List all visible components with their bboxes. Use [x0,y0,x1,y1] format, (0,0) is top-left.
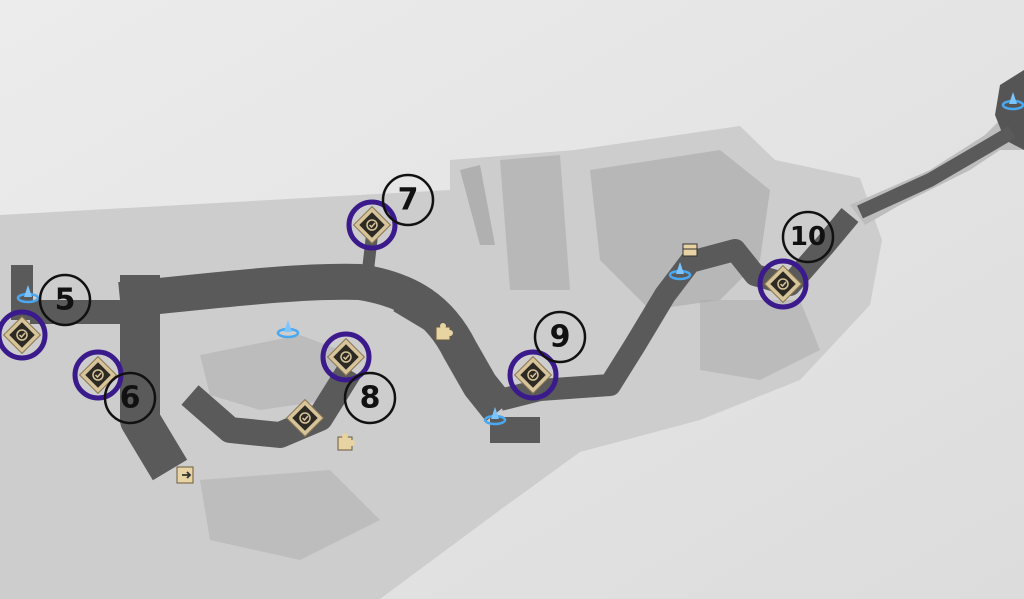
objective-marker-5[interactable]: 5 [0,273,92,361]
objective-marker-7[interactable]: 7 [346,173,435,251]
number-ring [533,310,587,364]
marker-number: 10 [790,222,826,252]
objective-marker-9[interactable]: 9 [507,310,587,401]
number-ring [103,371,157,425]
objective-marker-10[interactable]: 10 [757,210,835,310]
highlight-ring [346,199,398,251]
building-block [200,335,340,410]
marker-number: 7 [398,183,419,218]
chest-icon[interactable] [682,243,698,257]
marker-number: 6 [120,381,141,416]
marker-number: 5 [55,283,76,318]
marker-number: 8 [360,381,381,416]
forest-area [590,150,770,310]
highlight-ring [0,309,48,361]
highlight-ring [507,349,559,401]
number-ring [343,371,397,425]
number-ring [781,210,835,264]
number-ring [381,173,435,227]
building-block [500,155,570,290]
objective-marker-6[interactable]: 6 [72,349,157,425]
objective-marker-8[interactable]: 8 [320,331,397,425]
marker-number: 9 [550,320,571,355]
highlight-ring [757,258,809,310]
exit-icon[interactable] [176,466,194,484]
building-block [460,165,495,245]
number-ring [38,273,92,327]
building-block [200,470,380,560]
highlight-ring [320,331,372,383]
forest-area-east [700,300,820,380]
